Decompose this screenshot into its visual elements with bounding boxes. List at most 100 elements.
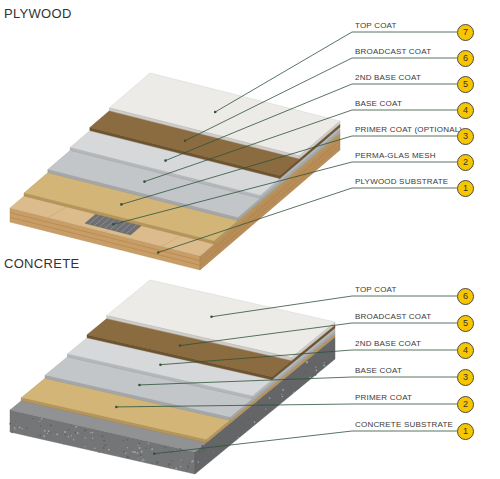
- concrete-speckle: [191, 461, 192, 462]
- concrete-speckle: [196, 464, 197, 465]
- concrete-speckle: [148, 443, 149, 444]
- concrete-speckle: [306, 362, 308, 364]
- leader-line: [154, 431, 457, 454]
- concrete-speckle: [73, 439, 74, 440]
- leader-dot: [157, 251, 160, 254]
- concrete-speckle: [315, 374, 317, 376]
- layer-label: BROADCAST COAT: [355, 312, 431, 321]
- concrete-speckle: [9, 430, 10, 431]
- concrete-speckle: [68, 436, 70, 438]
- concrete-stack: [9, 280, 335, 474]
- callout-text: 6: [463, 292, 468, 301]
- concrete-speckle: [197, 461, 199, 463]
- concrete-speckle: [15, 429, 16, 430]
- concrete-speckle: [102, 436, 104, 438]
- concrete-speckle: [168, 463, 169, 464]
- concrete-speckle: [282, 396, 283, 397]
- concrete-speckle: [92, 438, 93, 439]
- concrete-speckle: [103, 440, 105, 442]
- concrete-speckle: [10, 409, 12, 411]
- concrete-speckle: [192, 460, 194, 462]
- callout-text: 3: [463, 132, 468, 141]
- callout-text: 7: [463, 28, 468, 37]
- concrete-speckle: [39, 421, 40, 422]
- mesh-weave: [110, 220, 121, 230]
- concrete-speckle: [64, 431, 66, 433]
- concrete-speckle: [187, 467, 188, 468]
- callout-number: 4: [457, 342, 474, 359]
- callout-text: 5: [463, 319, 468, 328]
- callout-text: 1: [463, 184, 468, 193]
- concrete-speckle: [92, 440, 94, 442]
- concrete-speckle: [183, 461, 184, 462]
- concrete-speckle: [84, 429, 86, 431]
- callout-number: 2: [457, 154, 474, 171]
- concrete-speckle: [9, 423, 11, 425]
- concrete-speckle: [53, 433, 55, 435]
- concrete-speckle: [134, 451, 136, 453]
- concrete-speckle: [90, 432, 91, 433]
- callout-text: 2: [463, 158, 468, 167]
- callout-number: 3: [457, 369, 474, 386]
- concrete-speckle: [15, 421, 17, 423]
- leader-dot: [138, 384, 141, 387]
- layer-label: PRIMER COAT: [355, 393, 412, 402]
- concrete-speckle: [141, 460, 143, 462]
- concrete-speckle: [156, 462, 158, 464]
- concrete-speckle: [117, 454, 119, 456]
- concrete-speckle: [68, 429, 69, 430]
- concrete-speckle: [151, 448, 153, 450]
- concrete-speckle: [139, 442, 141, 444]
- concrete-speckle: [150, 447, 151, 448]
- leader-dot: [179, 344, 182, 347]
- leader-dot: [153, 452, 156, 455]
- concrete-speckle: [290, 387, 291, 388]
- concrete-speckle: [304, 372, 306, 374]
- concrete-speckle: [92, 432, 93, 433]
- concrete-speckle: [21, 428, 22, 429]
- concrete-speckle: [230, 441, 232, 443]
- callout-number: 4: [457, 102, 474, 119]
- concrete-speckle: [181, 460, 182, 461]
- concrete-speckle: [127, 447, 128, 448]
- layer-label: PLYWOOD SUBSTRATE: [355, 177, 448, 186]
- concrete-speckle: [247, 416, 248, 417]
- mesh-weave: [105, 219, 116, 229]
- leader-line: [116, 404, 457, 407]
- concrete-speckle: [26, 427, 27, 428]
- layer-label: 2ND BASE COAT: [355, 73, 421, 82]
- concrete-speckle: [138, 458, 139, 459]
- concrete-speckle: [39, 435, 41, 437]
- callout-number: 7: [457, 24, 474, 41]
- concrete-speckle: [139, 447, 141, 449]
- concrete-speckle: [142, 459, 144, 461]
- concrete-speckle: [254, 421, 256, 423]
- concrete-speckle: [323, 365, 325, 367]
- concrete-speckle: [104, 444, 106, 446]
- concrete-speckle: [75, 432, 77, 434]
- layer-label: TOP COAT: [355, 21, 397, 30]
- leader-dot: [120, 203, 123, 206]
- callout-number: 6: [457, 50, 474, 67]
- concrete-speckle: [140, 456, 142, 458]
- coat-layer-top: [107, 280, 335, 358]
- leader-line: [121, 136, 457, 204]
- callout-number: 3: [457, 128, 474, 145]
- callout-number: 1: [457, 423, 474, 440]
- layer-label: BROADCAST COAT: [355, 47, 431, 56]
- leader-dot: [159, 363, 162, 366]
- concrete-speckle: [33, 425, 35, 427]
- plywood-stack: [10, 73, 340, 270]
- mesh-weave: [89, 215, 100, 225]
- layer-label: BASE COAT: [355, 99, 402, 108]
- leader-dot: [214, 111, 217, 114]
- concrete-speckle: [168, 465, 169, 466]
- concrete-speckle: [85, 437, 86, 438]
- section-heading: CONCRETE: [4, 256, 79, 271]
- concrete-speckle: [180, 466, 181, 467]
- concrete-speckle: [123, 440, 124, 441]
- layer-label: BASE COAT: [355, 366, 402, 375]
- leader-dot: [210, 315, 213, 318]
- leader-line: [158, 188, 457, 252]
